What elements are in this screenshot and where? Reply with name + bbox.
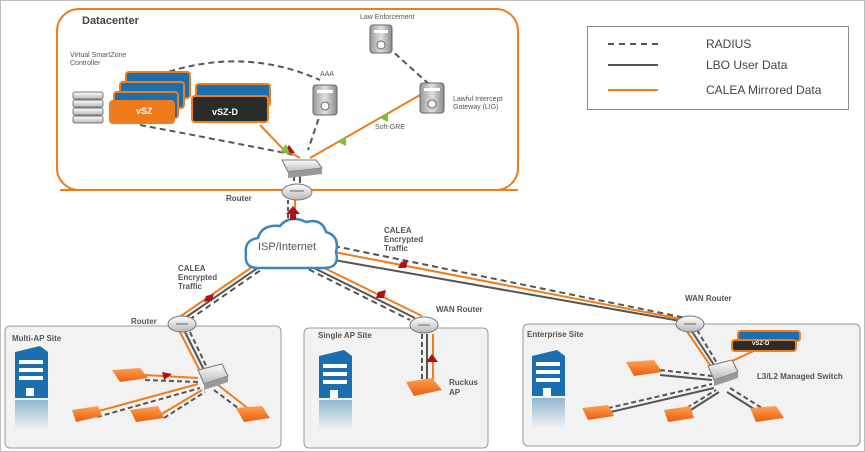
radius-link-vsz-switch bbox=[139, 124, 296, 156]
legend-item-calea: CALEA Mirrored Data bbox=[588, 83, 821, 97]
vszd-label: vSZ-D bbox=[212, 107, 239, 117]
direction-arrows bbox=[162, 112, 438, 380]
multi-ap-switch-icon bbox=[197, 363, 229, 390]
server-stack-icon bbox=[72, 91, 104, 124]
vsz-group-label: Virtual SmartZone Controller bbox=[70, 52, 127, 67]
legend: RADIUS LBO User Data CALEA Mirrored Data bbox=[587, 26, 849, 110]
enterprise-switch-icon bbox=[707, 359, 739, 386]
internet-label: ISP/Internet bbox=[258, 241, 317, 253]
calea-right-label: CALEA Encrypted Traffic bbox=[384, 226, 424, 253]
aaa-server-icon bbox=[312, 84, 338, 116]
enterprise-router-label: WAN Router bbox=[685, 294, 732, 303]
legend-item-radius: RADIUS bbox=[588, 37, 751, 51]
datacenter-router-label: Router bbox=[226, 194, 252, 203]
calea-line-swatch bbox=[608, 89, 658, 91]
single-ap-router-label: WAN Router bbox=[436, 305, 483, 314]
calea-link-vszd-switch bbox=[259, 124, 301, 159]
law-enforcement-server-icon bbox=[369, 24, 393, 54]
calea-link-switch-lig bbox=[309, 94, 421, 159]
enterprise-wan-router-icon bbox=[675, 315, 705, 333]
vsz-label: vSZ bbox=[136, 106, 153, 116]
legend-label: RADIUS bbox=[706, 37, 752, 51]
aaa-label: AAA bbox=[320, 71, 335, 78]
legend-label: CALEA Mirrored Data bbox=[706, 83, 822, 97]
enterprise-site-boundary bbox=[522, 323, 861, 447]
enterprise-vszd-label: vSZ-D bbox=[752, 341, 770, 347]
lbo-line-swatch bbox=[608, 64, 658, 66]
calea-left-label: CALEA Encrypted Traffic bbox=[178, 264, 218, 291]
multi-ap-router-label: Router bbox=[131, 317, 157, 326]
building-icon-enterprise bbox=[532, 350, 565, 428]
vsz-controller-stack-icon bbox=[109, 71, 191, 124]
datacenter-switch-icon bbox=[281, 159, 323, 178]
radius-link-aaa-switch bbox=[307, 99, 326, 151]
lig-server-icon bbox=[419, 82, 445, 114]
enterprise-site-title: Enterprise Site bbox=[527, 330, 584, 339]
single-ap-wan-router-icon bbox=[409, 316, 439, 334]
single-ap-site-title: Single AP Site bbox=[318, 331, 372, 340]
softgre-label: Soft-GRE bbox=[375, 124, 405, 131]
legend-item-lbo: LBO User Data bbox=[588, 58, 787, 72]
building-icon-multi-ap bbox=[15, 346, 48, 430]
legend-label: LBO User Data bbox=[706, 58, 788, 72]
datacenter-title: Datacenter bbox=[82, 15, 139, 27]
multi-ap-site-title: Multi-AP Site bbox=[12, 334, 62, 343]
managed-switch-label: L3/L2 Managed Switch bbox=[757, 372, 843, 381]
lig-label: Lawful Intercept Gateway (LIG) bbox=[453, 96, 503, 111]
datacenter-router-icon bbox=[281, 183, 313, 201]
enterprise-vszd-icon bbox=[731, 330, 801, 352]
multi-ap-router-icon bbox=[167, 315, 197, 333]
radius-line-swatch bbox=[608, 43, 658, 45]
access-point-icons bbox=[72, 360, 784, 422]
vszd-stack-icon bbox=[191, 83, 271, 123]
ruckus-ap-label: Ruckus AP bbox=[449, 378, 478, 397]
law-enforcement-label: Law Enforcement bbox=[360, 14, 415, 21]
multi-ap-site-boundary bbox=[4, 325, 282, 449]
building-icon-single-ap bbox=[319, 350, 352, 430]
